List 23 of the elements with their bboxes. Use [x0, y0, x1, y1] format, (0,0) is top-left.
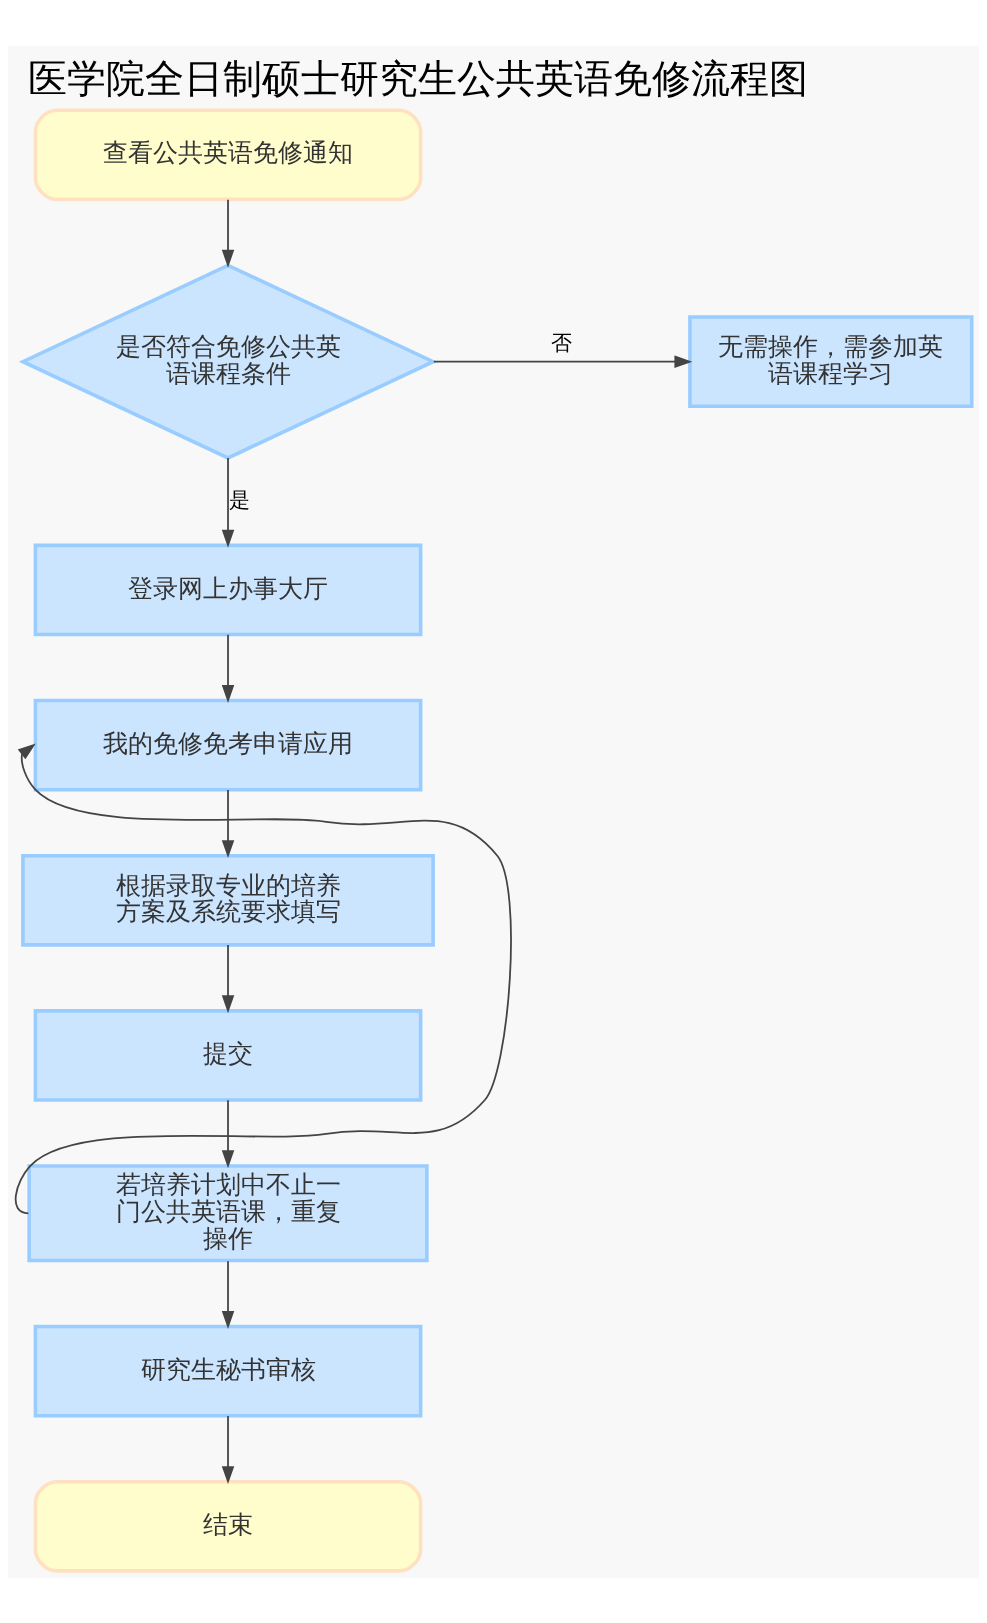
arrow: [14, 742, 512, 1214]
node-box: 我的免修免考申请应用: [33, 698, 423, 791]
arrow: [221, 788, 235, 858]
node-box: 提交: [33, 1008, 423, 1102]
arrow: [221, 1259, 235, 1329]
node-diamond: 是否符合免修公共英语课程条件: [18, 262, 438, 460]
node-box: 结束: [33, 1479, 423, 1573]
node-box: 研究生秘书审核: [33, 1324, 423, 1417]
arrow: [221, 456, 235, 548]
arrow: [221, 198, 235, 268]
edge-label: 是: [229, 486, 251, 512]
arrow: [221, 1098, 235, 1168]
node-box: 根据录取专业的培养方案及系统要求填写: [21, 853, 435, 947]
arrow: [221, 1414, 235, 1484]
node-box: 无需操作，需参加英语课程学习: [688, 314, 974, 408]
node-box: 查看公共英语免修通知: [33, 107, 423, 201]
edge-label: 否: [551, 329, 573, 355]
node-box: 登录网上办事大厅: [33, 543, 423, 636]
arrow: [221, 633, 235, 703]
arrow: [432, 354, 693, 368]
arrow: [221, 943, 235, 1013]
node-box: 若培养计划中不止一门公共英语课，重复操作: [27, 1163, 429, 1262]
diagram-title: 医学院全日制硕士研究生公共英语免修流程图: [28, 55, 809, 101]
